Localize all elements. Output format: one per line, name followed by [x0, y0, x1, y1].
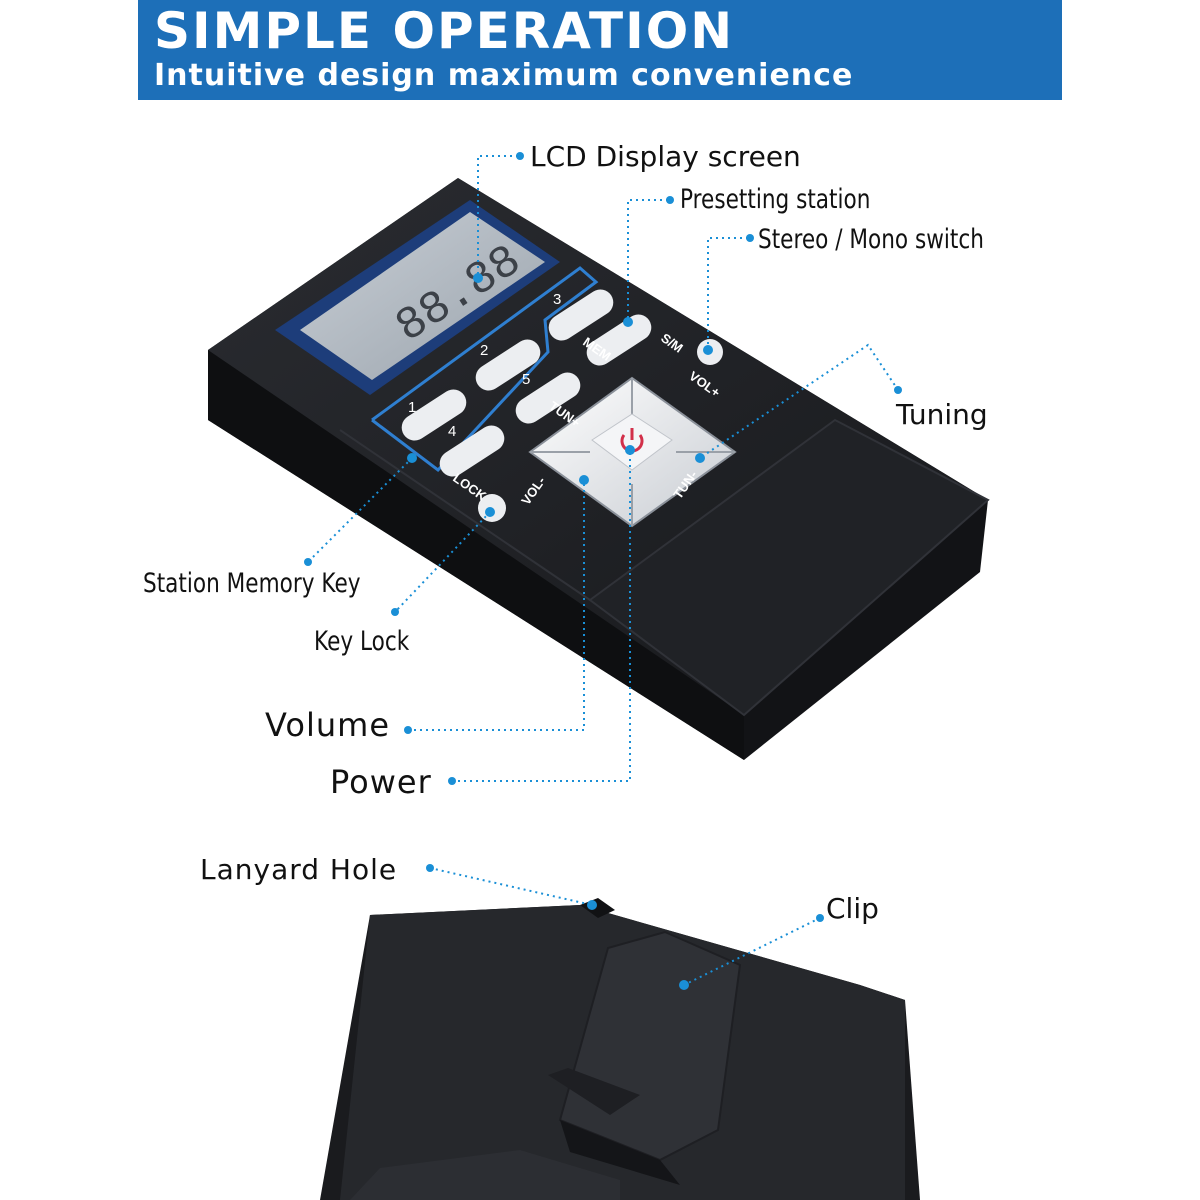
key-1[interactable]: [397, 384, 472, 445]
banner-title: SIMPLE OPERATION: [154, 2, 735, 60]
callout-presetting: Presetting station: [680, 184, 871, 215]
key-2-label: 2: [480, 342, 488, 359]
mem-button[interactable]: [582, 309, 657, 370]
leader-key-lock: [394, 511, 491, 613]
leader-clip: [683, 917, 821, 986]
callout-lcd: LCD Display screen: [530, 140, 801, 173]
header-banner: SIMPLE OPERATION Intuitive design maximu…: [138, 0, 1062, 100]
memory-key-outline: [371, 266, 599, 473]
key-4[interactable]: [435, 420, 510, 481]
leader-dots: [304, 152, 902, 990]
key-5[interactable]: [511, 367, 586, 428]
key-4-label: 4: [448, 423, 456, 440]
leader-station-memory: [307, 457, 413, 563]
key-5-label: 5: [522, 371, 530, 388]
callout-stereo-mono: Stereo / Mono switch: [758, 224, 984, 255]
callout-volume: Volume: [265, 706, 391, 744]
belt-clip: [548, 930, 742, 1185]
leader-lines: [307, 155, 899, 986]
leader-lcd: [477, 155, 518, 278]
callout-lanyard: Lanyard Hole: [200, 853, 398, 886]
memory-keys: 1 4 2 5 3 MEM: [397, 284, 657, 481]
callout-tuning: Tuning: [896, 398, 988, 431]
leader-tuning: [699, 343, 899, 459]
key-3-label: 3: [553, 291, 561, 308]
leader-presetting: [627, 199, 668, 322]
leader-lanyard: [429, 867, 593, 906]
callout-clip: Clip: [826, 892, 879, 925]
key-3[interactable]: [544, 284, 619, 345]
callout-station-memory: Station Memory Key: [143, 568, 361, 599]
callout-power: Power: [330, 763, 432, 801]
callout-key-lock: Key Lock: [314, 626, 410, 657]
leader-volume: [408, 480, 585, 731]
key-2[interactable]: [471, 334, 546, 395]
leader-stereo: [707, 237, 748, 350]
key-1-label: 1: [408, 399, 416, 416]
banner-subtitle: Intuitive design maximum convenience: [154, 58, 854, 93]
